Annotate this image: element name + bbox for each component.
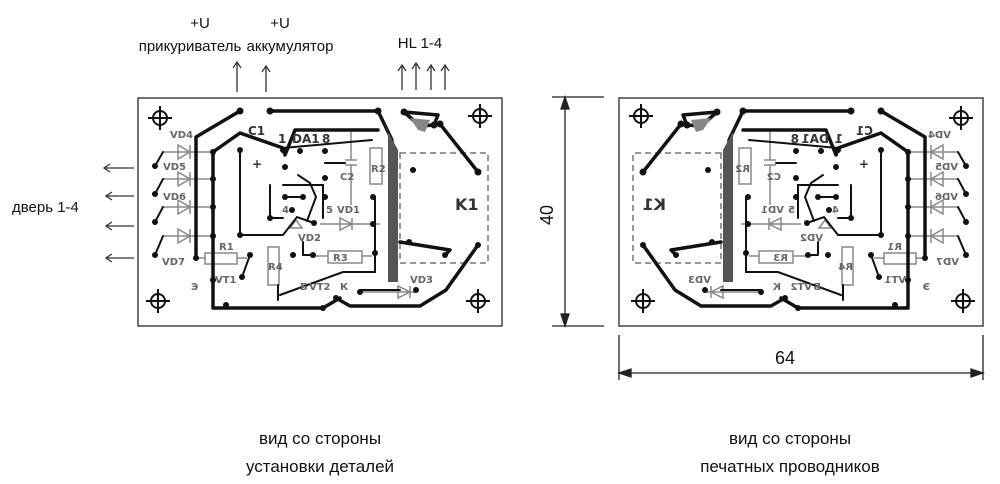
label-door: дверь 1-4: [12, 199, 79, 216]
label-k1: K1: [455, 195, 479, 214]
label-vd5: VD5: [163, 162, 186, 173]
dimension-height: 40: [537, 205, 557, 225]
label-vd3: VD3: [410, 275, 433, 286]
label-vd4: VD4: [170, 130, 193, 141]
dimension-width: 64: [775, 348, 795, 368]
label-vt1: VT1: [215, 275, 237, 286]
label-base: Б: [300, 282, 308, 293]
label-vd6: VD6: [163, 192, 186, 203]
label-plus-u-lighter: +U: [190, 15, 210, 32]
label-pin8: 8: [322, 132, 330, 146]
mounting-hole-icons: [146, 104, 492, 313]
dimension-lines: [552, 94, 986, 380]
label-pin4: 4: [282, 205, 289, 216]
label-collector: К: [340, 282, 349, 293]
label-lighter: прикуриватель: [139, 38, 242, 55]
label-vd2: VD2: [298, 233, 321, 244]
label-pin1: 1: [278, 132, 286, 146]
caption-right-line1: вид со стороны: [729, 429, 851, 448]
caption-right-line2: печатных проводников: [700, 457, 880, 476]
label-c1: C1: [248, 124, 265, 138]
label-r2: R2: [371, 164, 386, 175]
label-vd1: VD1: [337, 205, 360, 216]
label-da1: DA1: [292, 132, 320, 146]
label-battery: аккумулятор: [247, 38, 334, 55]
label-r1: R1: [219, 242, 234, 253]
caption-left-line1: вид со стороны: [259, 429, 381, 448]
label-emitter: Э: [191, 282, 198, 293]
label-plus-u-battery: +U: [270, 15, 290, 32]
label-plus: +: [252, 157, 262, 171]
label-hl: HL 1-4: [398, 35, 442, 52]
label-c2: C2: [340, 172, 354, 183]
board-component-side: VD4 VD5 VD6 VD7 C1 1 DA1 8 + C2 R2 4 5 V…: [137, 97, 503, 327]
arrow-icons: [102, 60, 450, 263]
label-pin5: 5: [326, 205, 333, 216]
caption-left-line2: установки деталей: [246, 457, 394, 476]
label-r3: R3: [333, 253, 348, 264]
label-r4: R4: [268, 262, 283, 273]
label-vd7: VD7: [162, 257, 185, 268]
label-vt2: VT2: [309, 282, 331, 293]
board-copper-side: [617, 96, 985, 328]
